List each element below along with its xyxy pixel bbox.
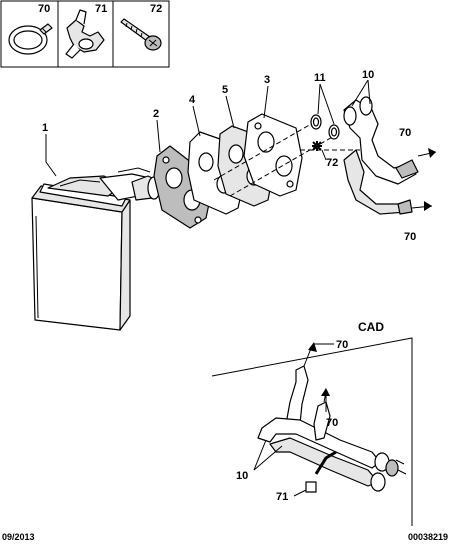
callout-3: 3 <box>264 74 270 86</box>
callout-70-d: 70 <box>326 417 338 429</box>
callout-72: 72 <box>326 157 338 169</box>
inset-label-72: 72 <box>150 3 162 15</box>
arrow-70-a <box>417 148 437 158</box>
heater-pipes-upper <box>343 96 419 215</box>
callout-10-bottom: 10 <box>236 470 248 482</box>
inset-label-71: 71 <box>95 3 107 15</box>
parts-inset: 70 71 72 <box>0 0 170 68</box>
variant-frame <box>211 337 413 526</box>
clip-71-marker <box>305 481 317 493</box>
arrow-70-b <box>411 201 433 211</box>
callout-2: 2 <box>153 108 159 120</box>
seal-plate-2 <box>153 145 215 229</box>
heater-pipes-lower <box>257 365 407 492</box>
callout-10-top: 10 <box>362 69 374 81</box>
footer-ref: 00038219 <box>408 532 448 542</box>
callout-70-c: 70 <box>336 339 348 351</box>
hose-clamp-icon <box>8 23 53 55</box>
callout-4: 4 <box>189 94 196 106</box>
callout-11: 11 <box>314 72 326 84</box>
callout-70-b: 70 <box>404 231 416 243</box>
callout-5: 5 <box>222 84 228 96</box>
callout-1: 1 <box>42 122 48 134</box>
inset-label-70: 70 <box>38 3 50 15</box>
flange-plate-3 <box>243 113 303 197</box>
o-rings-11 <box>310 114 340 140</box>
callout-70-a: 70 <box>399 127 411 139</box>
screw-72-marker <box>312 141 322 151</box>
pipe-clip-icon <box>65 9 105 59</box>
arrow-70-c <box>303 342 317 367</box>
heater-matrix <box>31 167 161 331</box>
screw-icon <box>120 18 162 51</box>
variant-label-cad: CAD <box>358 320 384 334</box>
footer-date: 09/2013 <box>2 532 35 542</box>
callout-71: 71 <box>276 491 288 503</box>
